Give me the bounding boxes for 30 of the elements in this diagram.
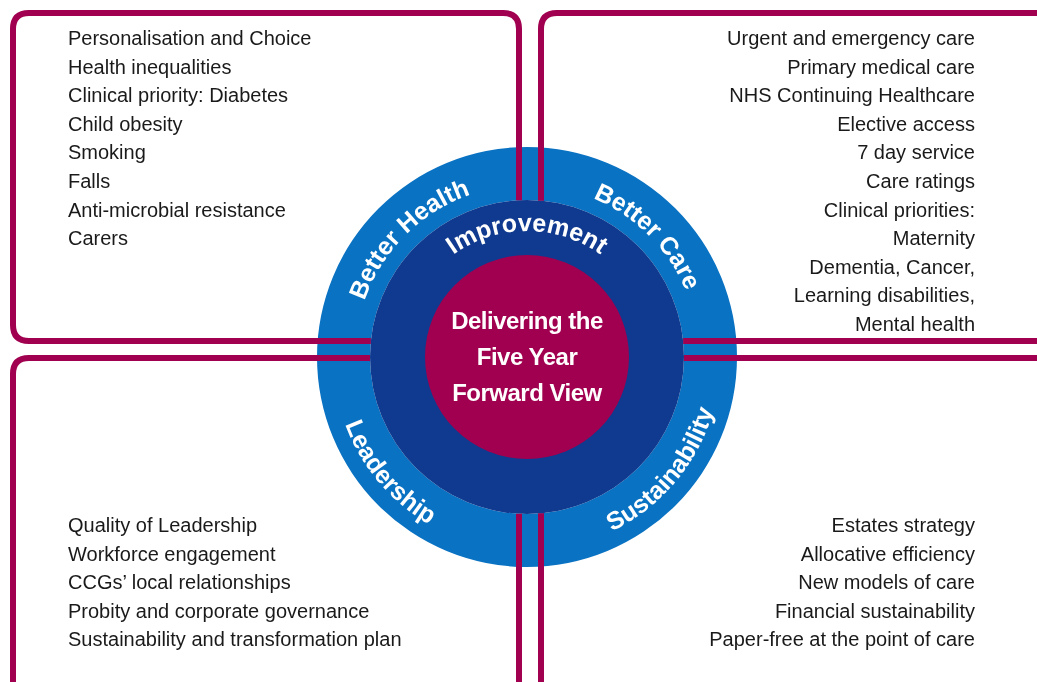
list-item: Probity and corporate governance <box>68 598 371 624</box>
list-item: Personalisation and Choice <box>68 26 312 51</box>
list-item: Mental health <box>853 311 975 337</box>
list-item: Health inequalities <box>68 54 233 80</box>
list-item: New models of care <box>797 570 975 596</box>
list-item: Allocative efficiency <box>799 541 975 567</box>
list-item: Paper-free at the point of care <box>709 627 975 653</box>
list-item: NHS Continuing Healthcare <box>728 83 975 109</box>
list-item: 7 day service <box>856 140 975 166</box>
list-item: Estates strategy <box>830 513 975 538</box>
list-item: Clinical priorities: <box>822 197 975 223</box>
list-item: Care ratings <box>865 168 975 194</box>
list-item: Sustainability and transformation plan <box>68 627 402 653</box>
list-item: CCGs’ local relationships <box>68 570 292 596</box>
list-item: Clinical priority: Diabetes <box>68 83 290 109</box>
list-item: Falls <box>68 168 112 194</box>
list-item: Primary medical care <box>786 54 975 80</box>
list-item: Elective access <box>836 111 975 137</box>
list-item: Workforce engagement <box>68 541 277 567</box>
list-item: Maternity <box>891 226 975 252</box>
list-item: Urgent and emergency care <box>727 26 975 51</box>
list-item: Quality of Leadership <box>68 513 258 538</box>
list-item: Smoking <box>68 140 147 166</box>
list-item: Carers <box>68 226 129 252</box>
list-item: Anti-microbial resistance <box>68 197 287 223</box>
list-item: Dementia, Cancer, <box>808 254 975 280</box>
center-title: Delivering the Five Year Forward View <box>450 306 604 408</box>
list-item: Financial sustainability <box>773 598 975 624</box>
list-item: Learning disabilities, <box>792 283 975 309</box>
list-item: Child obesity <box>68 111 184 137</box>
